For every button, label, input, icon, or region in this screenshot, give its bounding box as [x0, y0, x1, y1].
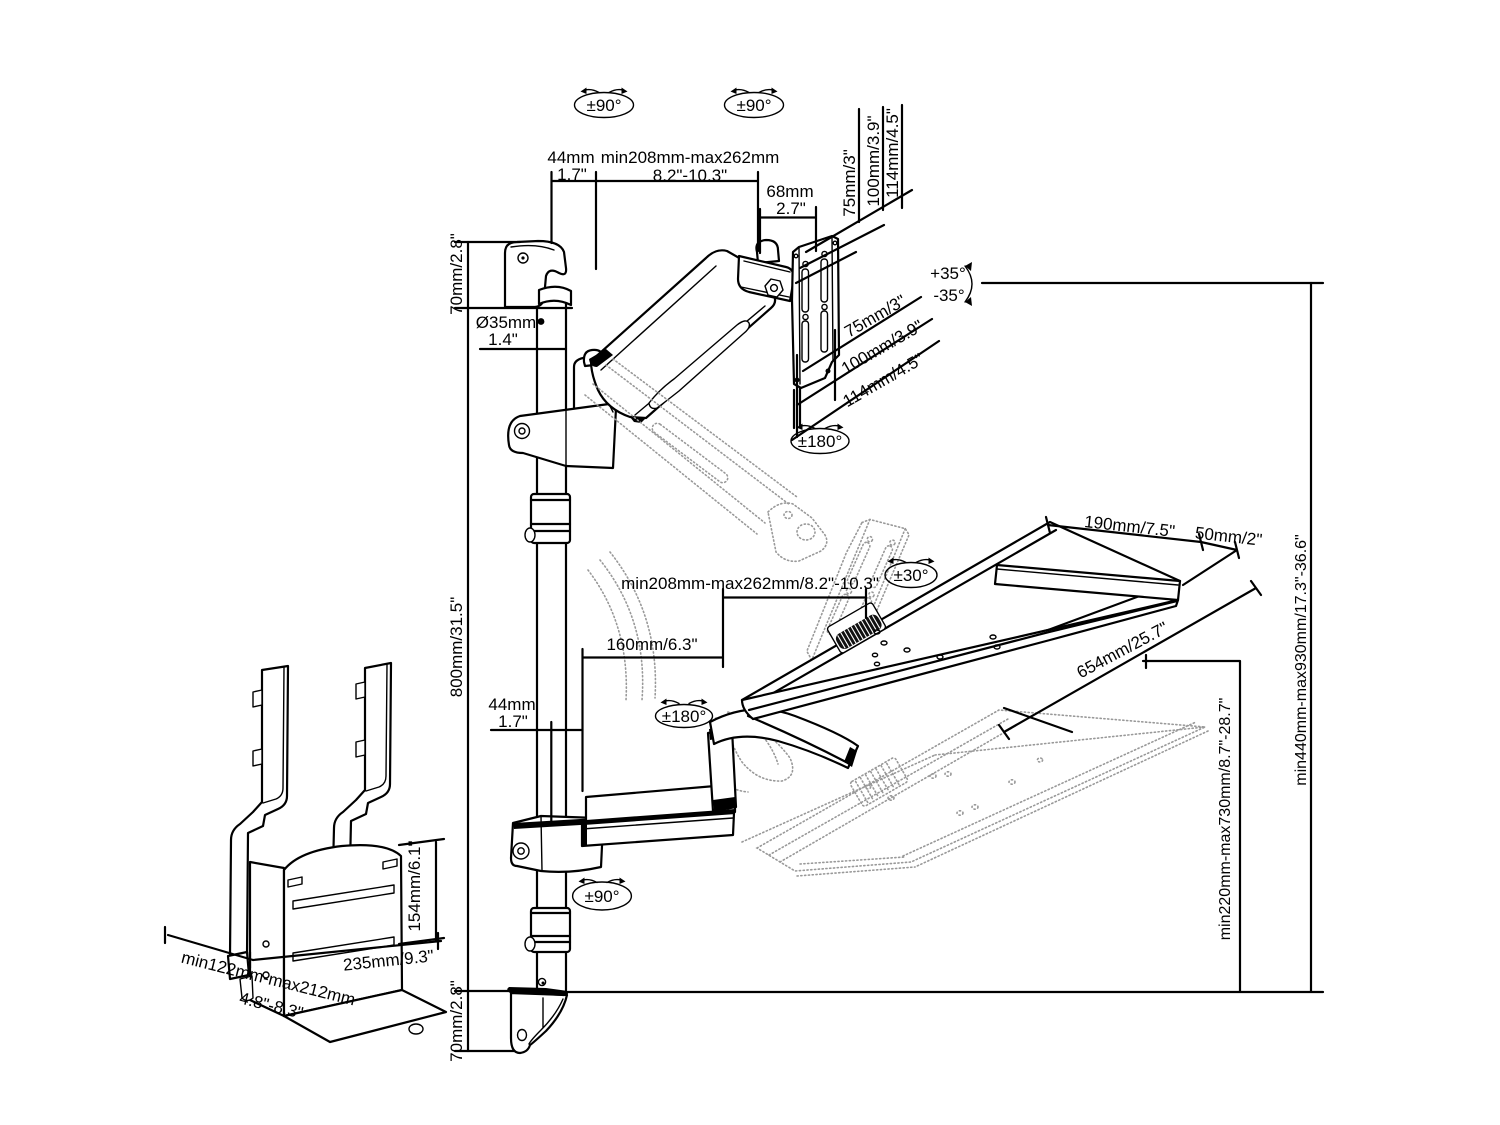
svg-text:160mm/6.3": 160mm/6.3"	[606, 635, 697, 654]
svg-text:1.4": 1.4"	[488, 330, 518, 349]
svg-text:min208mm-max262mm: min208mm-max262mm	[601, 148, 780, 167]
svg-text:1.7": 1.7"	[498, 712, 528, 731]
svg-text:68mm: 68mm	[766, 182, 813, 201]
svg-text:70mm/2.8": 70mm/2.8"	[447, 980, 466, 1062]
svg-text:114mm/4.5": 114mm/4.5"	[883, 108, 902, 198]
svg-text:min440mm-max930mm/17.3"-36.6": min440mm-max930mm/17.3"-36.6"	[1293, 534, 1310, 785]
svg-text:1.7": 1.7"	[557, 165, 587, 184]
svg-text:±180°: ±180°	[798, 432, 843, 451]
svg-text:min220mm-max730mm/8.7"-28.7": min220mm-max730mm/8.7"-28.7"	[1217, 698, 1234, 941]
svg-text:-35°: -35°	[933, 286, 964, 305]
svg-text:44mm: 44mm	[488, 695, 535, 714]
svg-text:2.7": 2.7"	[776, 199, 806, 218]
svg-text:min208mm-max262mm/8.2"-10.3": min208mm-max262mm/8.2"-10.3"	[621, 574, 879, 593]
svg-text:±90°: ±90°	[736, 96, 771, 115]
svg-text:44mm: 44mm	[547, 148, 594, 167]
svg-text:+35°: +35°	[930, 264, 966, 283]
svg-text:±90°: ±90°	[586, 96, 621, 115]
svg-text:8.2"-10.3": 8.2"-10.3"	[653, 166, 727, 185]
svg-text:Ø35mm: Ø35mm	[476, 313, 536, 332]
svg-text:±180°: ±180°	[662, 707, 707, 726]
svg-text:±30°: ±30°	[893, 566, 928, 585]
svg-text:70mm/2.8": 70mm/2.8"	[447, 233, 466, 315]
svg-text:100mm/3.9": 100mm/3.9"	[864, 115, 883, 206]
svg-text:154mm/6.1": 154mm/6.1"	[405, 840, 424, 931]
svg-text:75mm/3": 75mm/3"	[840, 149, 859, 216]
svg-text:±90°: ±90°	[584, 887, 619, 906]
svg-text:800mm/31.5": 800mm/31.5"	[447, 597, 466, 698]
